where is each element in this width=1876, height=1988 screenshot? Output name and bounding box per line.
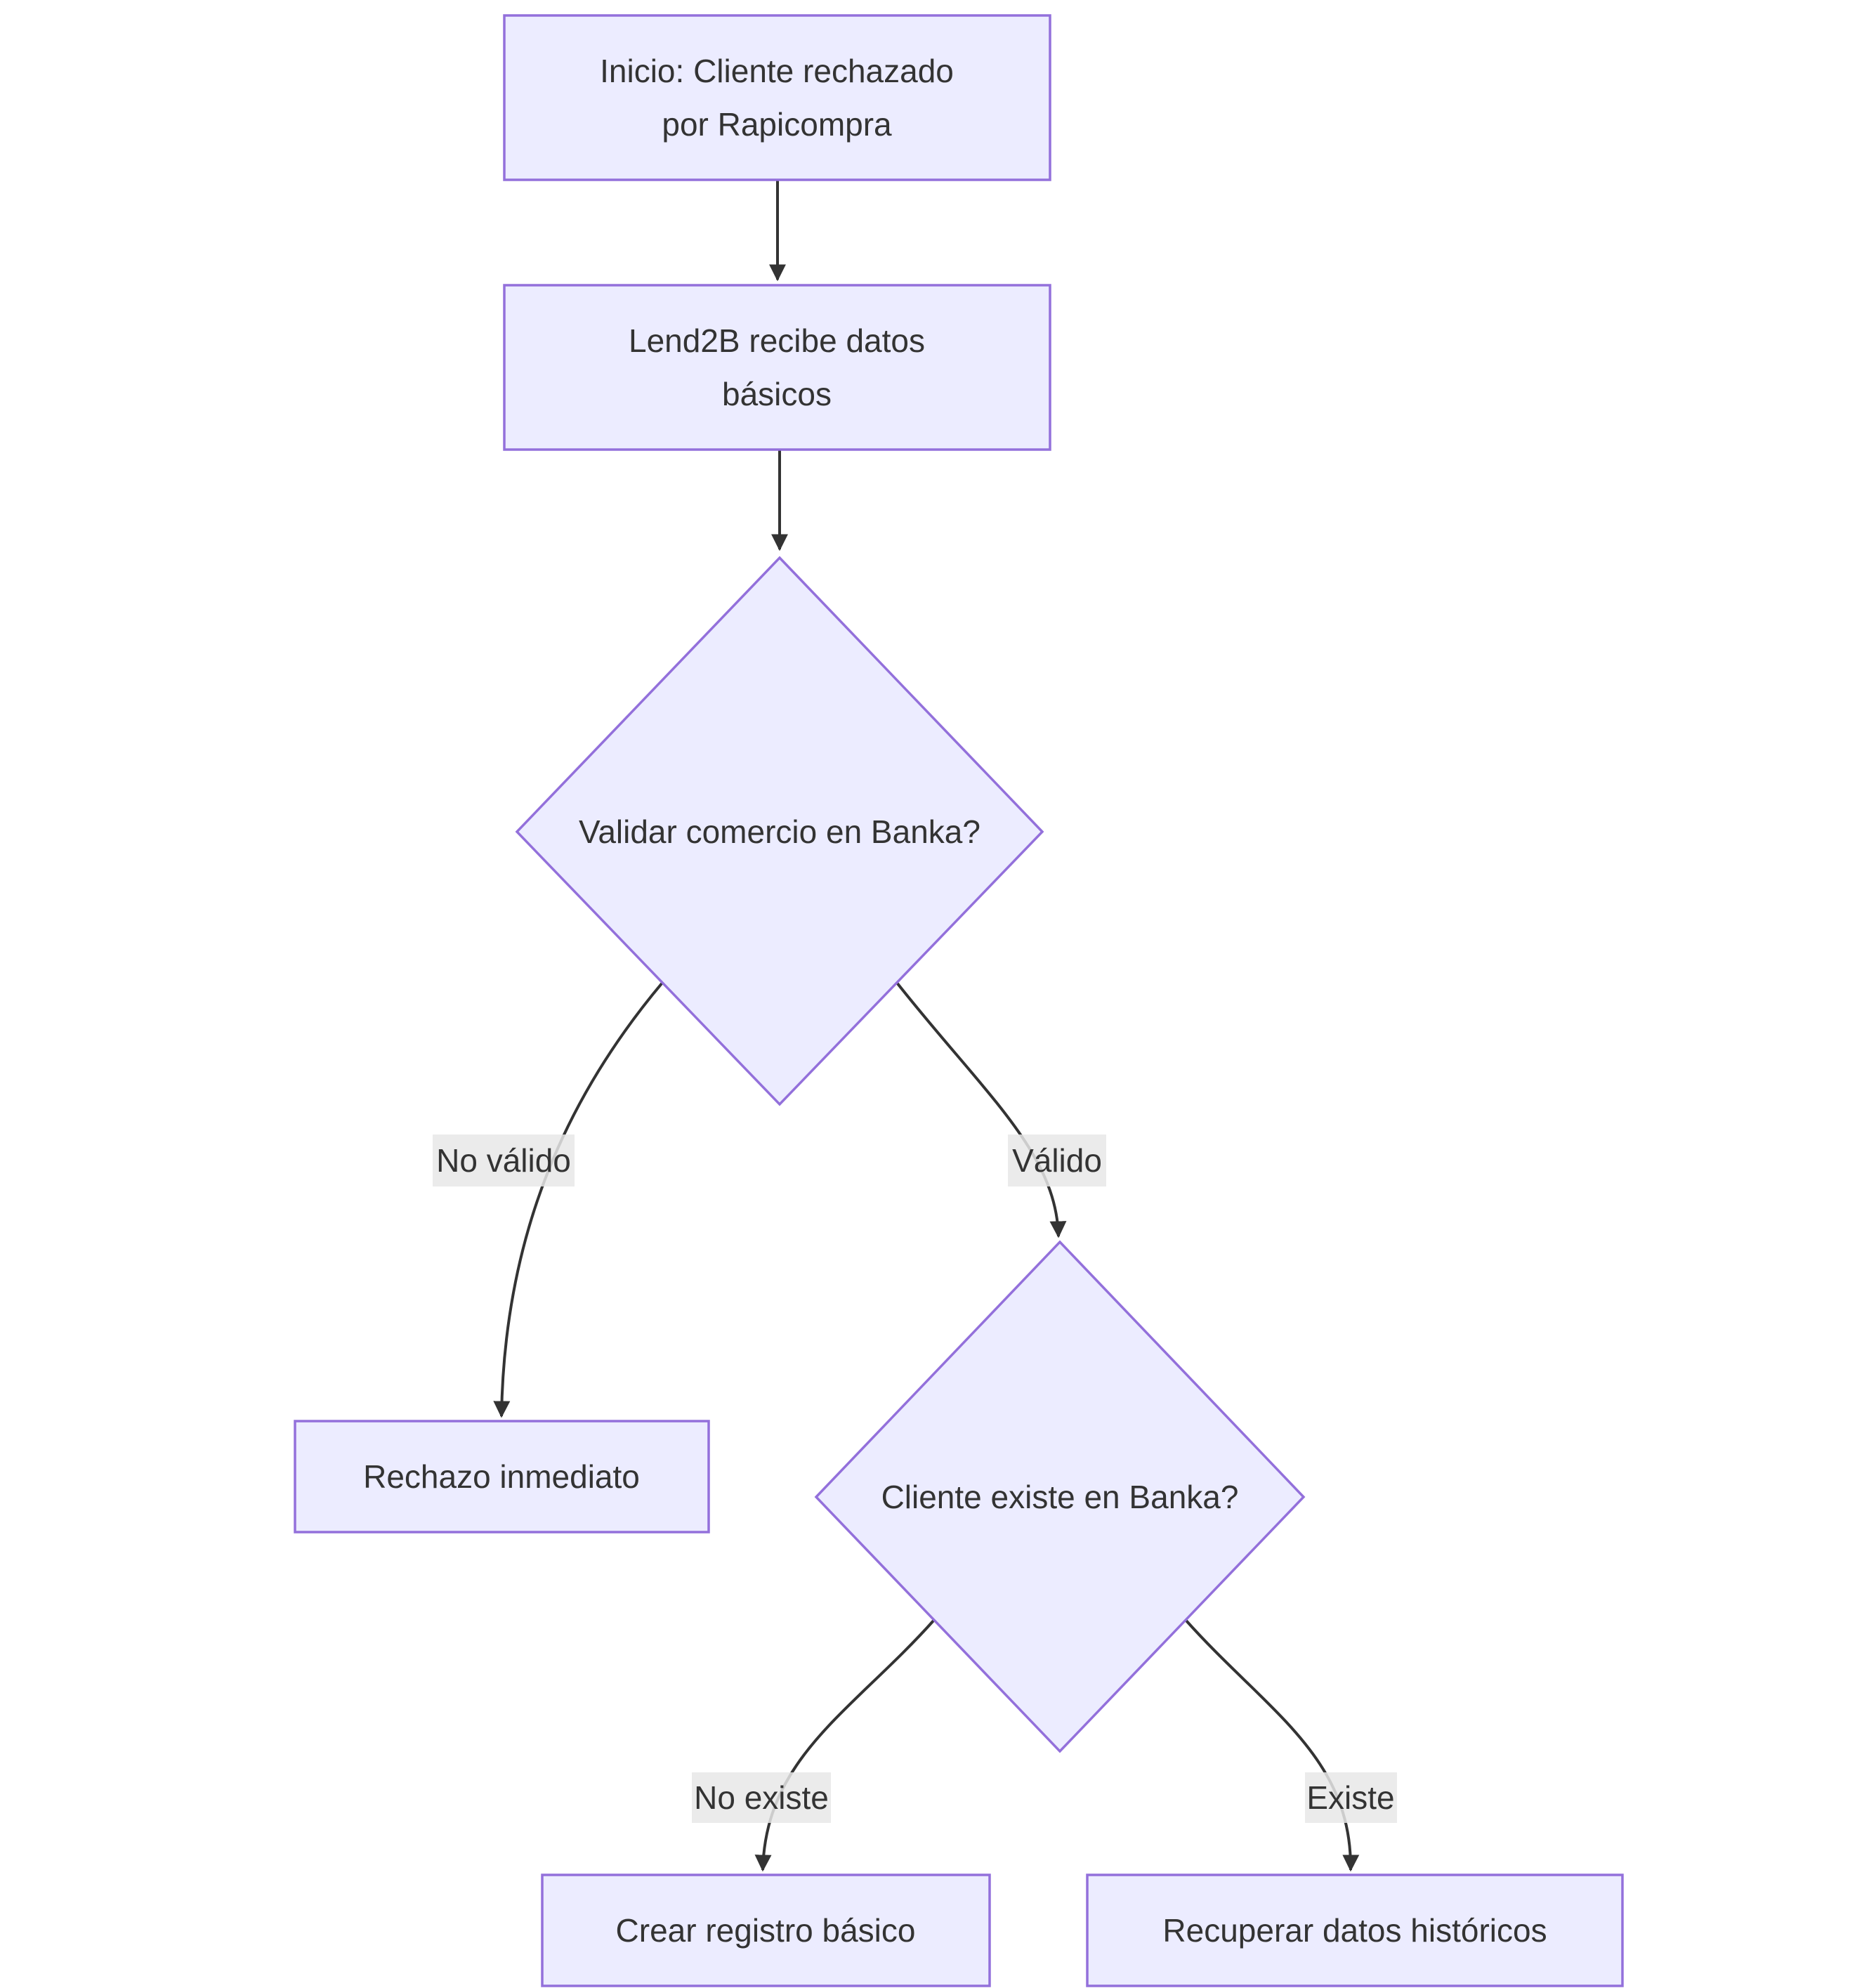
node-start-label-line1: Inicio: Cliente rechazado — [600, 53, 954, 89]
node-recover: Recuperar datos históricos — [1086, 1873, 1624, 1987]
node-reject-label: Rechazo inmediato — [363, 1458, 640, 1495]
node-recover-label: Recuperar datos históricos — [1162, 1912, 1547, 1949]
edge-validate-to-exists — [896, 981, 1067, 1238]
node-create-box — [541, 1873, 991, 1987]
edge-label-bg — [433, 1134, 575, 1186]
edge-label-no-valido: No válido — [433, 1134, 575, 1186]
node-recover-box — [1086, 1873, 1624, 1987]
node-validate-diamond — [515, 556, 1044, 1106]
node-create: Crear registro básico — [541, 1873, 991, 1987]
edge-label-bg — [1008, 1134, 1106, 1186]
edge-label-text: No válido — [436, 1142, 571, 1179]
node-start-box — [503, 14, 1051, 181]
node-exists-diamond — [814, 1240, 1306, 1753]
node-start-label-line2: por Rapicompra — [662, 106, 892, 143]
edge-label-bg — [1305, 1772, 1397, 1823]
node-receive-label-line1: Lend2B recibe datos — [629, 322, 925, 359]
edge-label-no-existe: No existe — [692, 1772, 831, 1823]
edge-exists-to-recover — [1184, 1618, 1360, 1872]
node-reject: Rechazo inmediato — [294, 1420, 710, 1533]
edge-label-text: Existe — [1306, 1779, 1394, 1816]
node-validate: Validar comercio en Banka? — [515, 556, 1044, 1106]
node-receive-box — [503, 284, 1051, 451]
node-receive-label-line2: básicos — [722, 376, 832, 412]
node-exists: Cliente existe en Banka? — [814, 1240, 1306, 1753]
node-create-label: Crear registro básico — [616, 1912, 916, 1949]
node-exists-label: Cliente existe en Banka? — [881, 1479, 1239, 1515]
edge-validate-to-reject — [493, 981, 664, 1418]
edge-label-existe: Existe — [1305, 1772, 1397, 1823]
edge-label-valido: Válido — [1008, 1134, 1106, 1186]
edge-label-bg — [692, 1772, 831, 1823]
node-validate-label: Validar comercio en Banka? — [579, 813, 980, 850]
node-start: Inicio: Cliente rechazado por Rapicompra — [503, 14, 1051, 181]
edge-label-text: No existe — [694, 1779, 829, 1816]
node-receive: Lend2B recibe datos básicos — [503, 284, 1051, 451]
node-reject-box — [294, 1420, 710, 1533]
edge-label-text: Válido — [1012, 1142, 1102, 1179]
edge-exists-to-create — [754, 1618, 936, 1872]
